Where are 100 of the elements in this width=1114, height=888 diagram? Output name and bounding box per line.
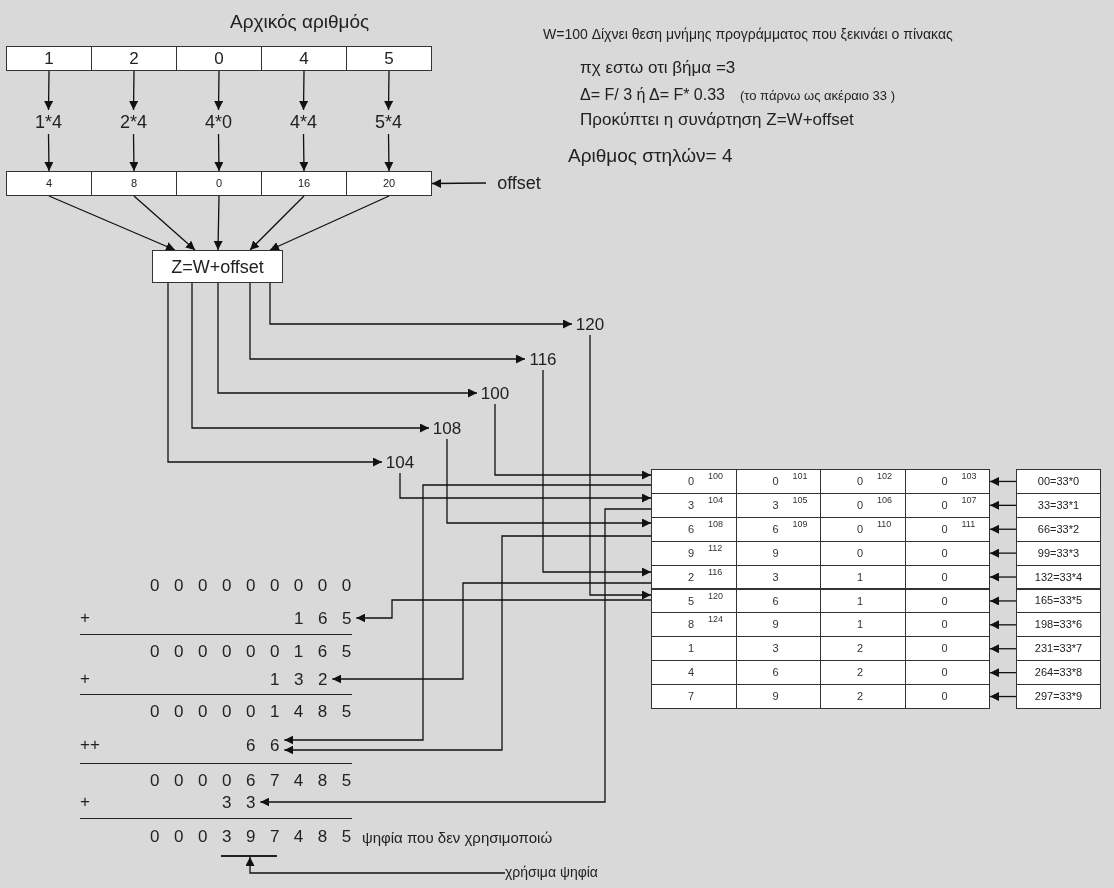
address-number: 100 <box>708 471 724 481</box>
arrow <box>249 195 305 251</box>
arrow <box>989 476 1017 486</box>
table-cell <box>651 564 737 590</box>
cell-value: 0 <box>941 475 948 488</box>
table-cell <box>651 636 737 662</box>
offset-label: offset <box>486 171 552 195</box>
cell-value: 2 <box>688 570 695 584</box>
multiplication-text: 5*4 <box>358 110 419 134</box>
cell-value: 9 <box>688 546 695 560</box>
digit-cell: 0 <box>176 46 262 71</box>
table-cell <box>651 492 737 518</box>
table-cell <box>820 469 906 494</box>
address-number: 120 <box>572 313 608 335</box>
arrow <box>133 195 196 251</box>
cell-value: 2 <box>857 690 864 704</box>
formula-cell: 297=33*9 <box>1016 684 1101 709</box>
digit-cell: 4 <box>261 46 347 71</box>
table-cell <box>651 660 737 686</box>
table-cell <box>904 469 990 494</box>
cell-value: 0 <box>857 475 864 488</box>
arrow <box>269 282 573 329</box>
address-number: 112 <box>708 542 723 553</box>
sum-number: 0 0 0 0 0 1 4 8 5 <box>150 701 357 723</box>
note-text: W=100 Δίχνει θεση μνήμης προγράμματος που ξεκινάει ο πίνακας <box>543 25 953 44</box>
arrow <box>989 644 1017 654</box>
offset-cell: 4 <box>6 171 92 196</box>
cell-value: 0 <box>941 666 948 680</box>
cell-value: 9 <box>772 690 779 704</box>
table-cell <box>735 636 821 662</box>
arrow <box>213 195 223 251</box>
addend-number: 6 6 <box>246 733 285 757</box>
address-number: 100 <box>477 382 513 404</box>
cell-value: 9 <box>772 618 779 632</box>
arrow <box>283 484 652 745</box>
multiplication-text: 1*4 <box>18 110 79 134</box>
arrow <box>269 195 390 251</box>
table-cell <box>735 660 821 686</box>
arrow <box>384 70 394 111</box>
cell-value: 3 <box>772 570 779 584</box>
arrow <box>989 692 1017 702</box>
address-number: 109 <box>792 518 808 529</box>
formula-cell: 231=33*7 <box>1016 636 1101 662</box>
cell-value: 3 <box>688 498 695 512</box>
cell-value: 1 <box>857 594 864 608</box>
cell-value: 0 <box>857 546 864 560</box>
cell-value: 0 <box>857 498 864 512</box>
arrow <box>446 438 652 528</box>
arrow <box>167 282 383 467</box>
table-cell <box>820 684 906 709</box>
addend-number: 1 3 2 <box>270 667 333 691</box>
formula-cell: 198=33*6 <box>1016 612 1101 638</box>
cell-value: 6 <box>772 666 779 680</box>
address-number: 116 <box>708 566 723 577</box>
table-cell <box>735 516 821 542</box>
plus-sign: + <box>80 607 90 629</box>
note-text: ψηφία που δεν χρησιμοποιώ <box>362 828 553 848</box>
cell-value: 1 <box>688 642 695 656</box>
offset-cell: 16 <box>261 171 347 196</box>
address-number: 107 <box>961 494 977 505</box>
cell-value: 6 <box>688 522 695 536</box>
address-number: 105 <box>792 494 808 505</box>
address-number: 111 <box>961 518 976 529</box>
formula-cell: 00=33*0 <box>1016 469 1101 494</box>
arrow <box>259 508 652 807</box>
arrow <box>431 178 487 188</box>
address-number: 104 <box>382 451 418 473</box>
cell-value: 0 <box>941 570 948 584</box>
table-cell <box>735 469 821 494</box>
arrow <box>989 620 1017 630</box>
table-cell <box>904 516 990 542</box>
cell-value: 8 <box>688 618 695 632</box>
table-cell <box>651 516 737 542</box>
cell-value: 6 <box>772 522 779 536</box>
cell-value: 0 <box>941 546 948 560</box>
title: Αρχικός αριθμός <box>230 10 370 34</box>
address-number: 110 <box>877 518 892 529</box>
arrow <box>384 133 394 172</box>
cell-value: 0 <box>941 690 948 704</box>
arrow <box>299 133 309 172</box>
offset-cell: 20 <box>346 171 432 196</box>
cell-value: 0 <box>772 475 779 488</box>
cell-value: 2 <box>857 642 864 656</box>
address-number: 101 <box>792 471 808 481</box>
offset-cell: 0 <box>176 171 262 196</box>
arrow <box>989 500 1017 510</box>
table-cell <box>651 684 737 709</box>
cell-value: 0 <box>857 522 864 536</box>
arrow <box>542 369 652 577</box>
arrow <box>331 582 652 684</box>
arrow <box>283 535 652 755</box>
sum-number: 0 0 0 3 9 7 4 8 5 <box>150 826 357 848</box>
cell-value: 3 <box>772 498 779 512</box>
arrow <box>129 70 139 111</box>
addend-number: 3 3 <box>222 790 261 814</box>
arrow <box>129 133 139 172</box>
table-cell <box>735 612 821 638</box>
digit-cell: 5 <box>346 46 432 71</box>
table-cell <box>820 660 906 686</box>
sum-number: 0 0 0 0 0 0 0 0 0 <box>150 575 357 597</box>
